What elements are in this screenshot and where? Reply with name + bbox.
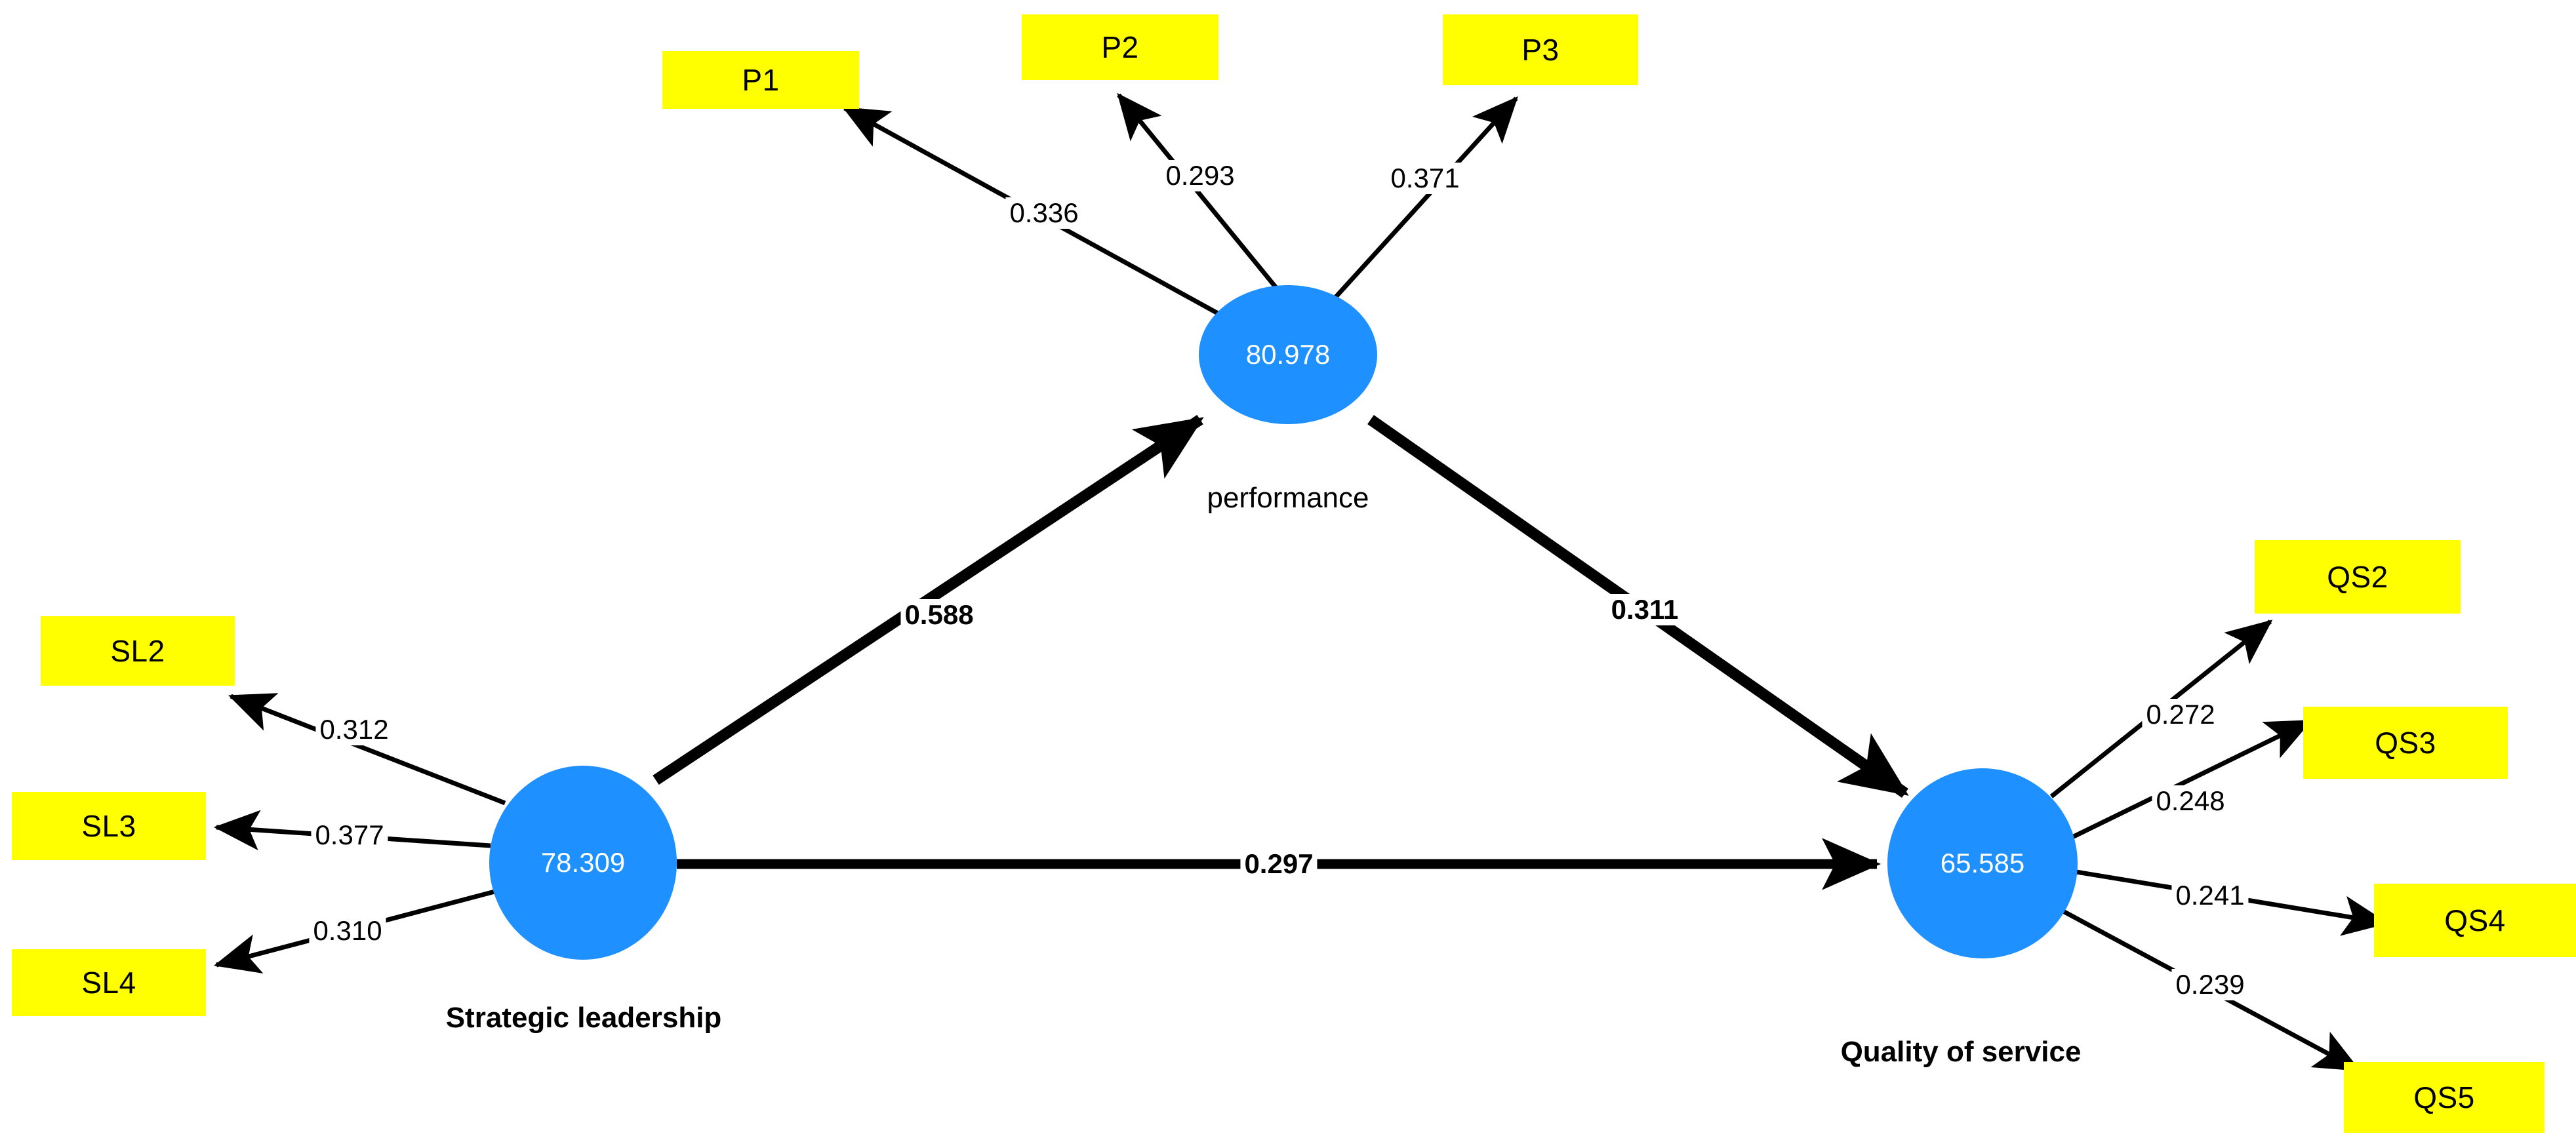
loading-label-qs-qs3: 0.248 — [2152, 785, 2229, 817]
indicator-box-qs4[interactable]: QS4 — [2374, 884, 2576, 957]
loading-label-sl-sl3: 0.377 — [311, 819, 388, 851]
loading-label-sl-sl2: 0.312 — [315, 714, 393, 745]
loading-label-qs-qs5: 0.239 — [2171, 969, 2249, 1000]
construct-circle-quality-of-service[interactable]: 65.585 — [1887, 768, 2078, 958]
construct-label-performance: performance — [1207, 482, 1369, 514]
construct-label-strategic-leadership: Strategic leadership — [445, 1002, 722, 1034]
path-label-sl-to-performance: 0.588 — [900, 599, 978, 631]
edge-perf-p2 — [1117, 92, 1284, 297]
indicator-box-sl3[interactable]: SL3 — [12, 792, 206, 860]
indicator-box-qs2[interactable]: QS2 — [2255, 540, 2461, 614]
edge-qs-qs3 — [2070, 718, 2312, 840]
indicator-box-qs5[interactable]: QS5 — [2344, 1062, 2545, 1133]
indicator-box-qs3[interactable]: QS3 — [2303, 707, 2508, 779]
loading-label-sl-sl4: 0.310 — [309, 915, 386, 947]
loading-label-qs-qs4: 0.241 — [2171, 880, 2249, 911]
construct-label-quality-of-service: Quality of service — [1840, 1036, 2082, 1068]
indicator-box-sl4[interactable]: SL4 — [12, 949, 206, 1016]
loading-label-perf-p1: 0.336 — [1005, 197, 1083, 229]
path-label-performance-to-qs: 0.311 — [1607, 594, 1683, 625]
loading-label-perf-p3: 0.371 — [1386, 163, 1464, 194]
indicator-box-p1[interactable]: P1 — [662, 51, 859, 109]
construct-circle-performance[interactable]: 80.978 — [1199, 285, 1377, 424]
path-label-sl-to-qs: 0.297 — [1240, 848, 1318, 880]
edge-sl-sl2 — [228, 693, 506, 806]
indicator-box-p3[interactable]: P3 — [1443, 14, 1638, 85]
indicator-box-p2[interactable]: P2 — [1022, 14, 1218, 80]
construct-circle-strategic-leadership[interactable]: 78.309 — [489, 766, 677, 960]
loading-label-qs-qs2: 0.272 — [2142, 699, 2219, 730]
indicator-box-sl2[interactable]: SL2 — [41, 616, 235, 686]
loading-label-perf-p2: 0.293 — [1161, 160, 1239, 191]
edge-perf-p3 — [1333, 96, 1518, 300]
